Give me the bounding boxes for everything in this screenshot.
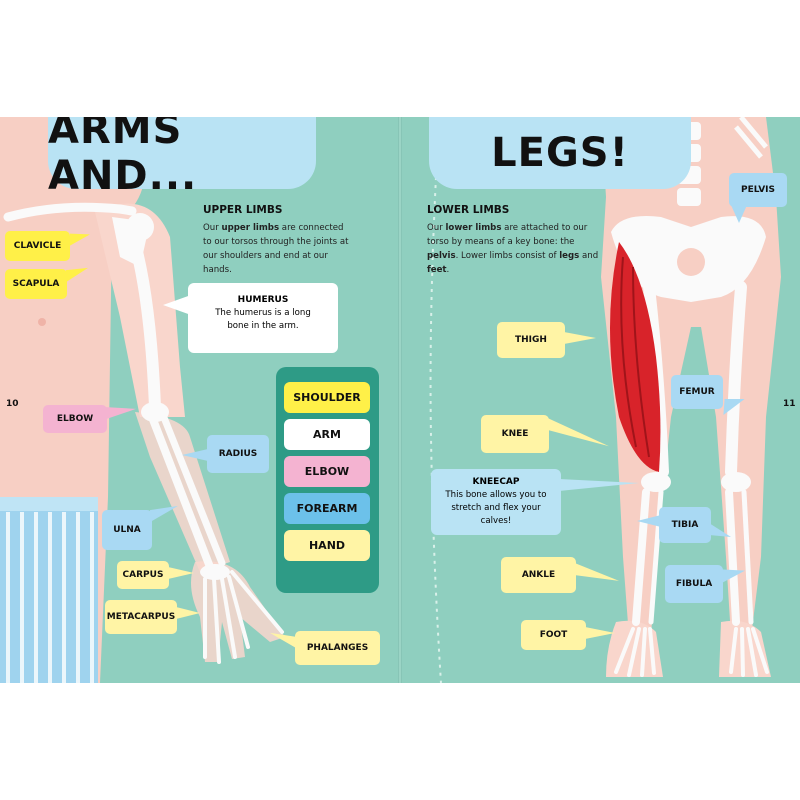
humerus-callout: HUMERUS The humerus is a long bone in th… [188,283,338,353]
limb-order-panel: SHOULDER ARM ELBOW FOREARM HAND [276,367,379,593]
label-femur: FEMUR [671,375,723,409]
section-heading: UPPER LIMBS [203,204,283,216]
humerus-title: HUMERUS [237,295,289,305]
thigh-muscle [610,242,661,472]
page-number-left: 10 [6,399,19,409]
right-page: LEGS! LOWER LIMBS Our lower limbs are at… [401,117,800,683]
tibia-tail-left [637,515,661,527]
intro-paragraph-right: Our lower limbs are attached to our tors… [427,223,599,275]
label-knee: KNEE [481,415,549,453]
section-heading-right: LOWER LIMBS [427,204,510,216]
label-thigh: THIGH [497,322,565,358]
title-box-arms: ARMS AND... [48,117,316,199]
order-arm: ARM [284,419,370,450]
kneecap-callout: KNEECAP This bone allows you to stretch … [431,469,561,535]
carpus-tail [168,567,194,579]
page-number-right: 11 [783,399,796,409]
page-title-right: LEGS! [491,130,629,176]
humerus-callout-tail [163,295,191,315]
label-carpus: CARPUS [117,561,169,589]
label-elbow: ELBOW [43,405,107,433]
label-scapula: SCAPULA [5,269,67,299]
label-fibula: FIBULA [665,565,723,603]
book-spread: ARMS AND... UPPER LIMBS Our upper limbs … [0,117,800,683]
pelvis-tail [731,205,747,223]
kneecap-text: This bone allows you to stretch and flex… [445,490,547,526]
arm-illustration [0,117,285,683]
metacarpus-tail [176,607,200,619]
intro-paragraph: Our upper limbs are connected to our tor… [203,223,349,275]
order-forearm: FOREARM [284,493,370,524]
book-gutter [398,117,402,683]
thigh-tail [564,332,596,344]
kneecap-title: KNEECAP [472,477,520,487]
label-ankle: ANKLE [501,557,576,593]
label-ulna: ULNA [102,510,152,550]
label-metacarpus: METACARPUS [105,600,177,634]
kneecap-tail [559,479,639,491]
label-phalanges: PHALANGES [295,631,380,665]
label-clavicle: CLAVICLE [5,231,70,261]
title-box-legs: LEGS! [429,117,691,189]
label-foot: FOOT [521,620,586,650]
label-tibia: TIBIA [659,507,711,543]
order-shoulder: SHOULDER [284,382,370,413]
page-title: ARMS AND... [48,117,198,199]
order-elbow: ELBOW [284,456,370,487]
radius-tail [182,449,208,461]
label-pelvis: PELVIS [729,173,787,207]
left-page: ARMS AND... UPPER LIMBS Our upper limbs … [0,117,399,683]
order-hand: HAND [284,530,370,561]
leg-illustration [429,117,781,683]
humerus-text: The humerus is a long bone in the arm. [215,308,311,331]
foot-tail [585,627,615,639]
label-radius: RADIUS [207,435,269,473]
